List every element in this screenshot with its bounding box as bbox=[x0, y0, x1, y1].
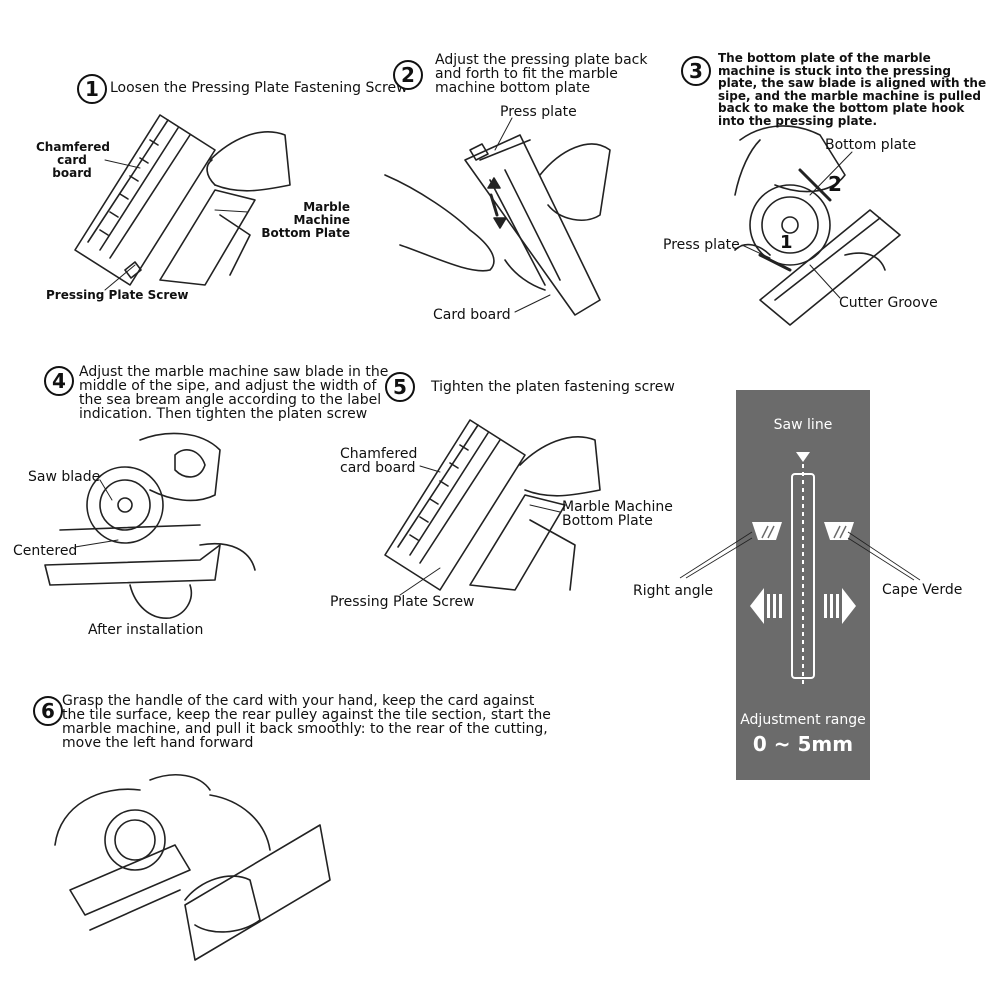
cape-verde-label: Cape Verde bbox=[882, 582, 962, 598]
right-angle-label: Right angle bbox=[633, 583, 713, 599]
